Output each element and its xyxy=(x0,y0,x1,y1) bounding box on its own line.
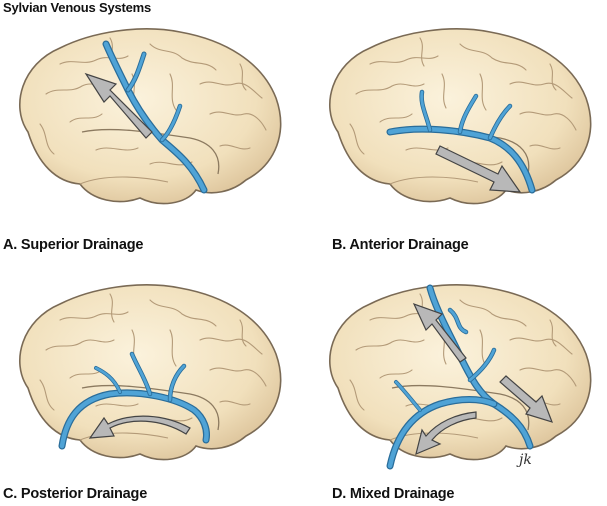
sylvian-vein-mixed xyxy=(386,284,534,470)
drainage-arrow-mixed-posterior xyxy=(415,411,477,456)
brain-illustration-mixed xyxy=(328,284,592,470)
drainage-arrow-posterior xyxy=(88,415,191,439)
caption-anterior-drainage: B. Anterior Drainage xyxy=(332,237,469,253)
caption-posterior-drainage: C. Posterior Drainage xyxy=(3,486,148,502)
drainage-arrow-superior xyxy=(84,72,153,139)
artist-signature: jk xyxy=(519,452,532,468)
brain-illustration-superior xyxy=(18,28,282,205)
panel-superior-drainage xyxy=(0,14,290,214)
sylvian-vein-anterior xyxy=(386,89,536,194)
panel-mixed-drainage xyxy=(310,270,600,470)
page-title: Sylvian Venous Systems xyxy=(3,0,152,15)
panel-posterior-drainage xyxy=(0,270,290,470)
panel-anterior-drainage xyxy=(310,14,600,214)
caption-superior-drainage: A. Superior Drainage xyxy=(3,237,144,253)
drainage-arrow-anterior xyxy=(435,145,522,193)
caption-mixed-drainage: D. Mixed Drainage xyxy=(332,486,455,502)
drainage-arrow-mixed-superior xyxy=(412,302,467,363)
drainage-arrow-mixed-anterior xyxy=(499,375,554,423)
brain-illustration-anterior xyxy=(328,28,592,205)
sylvian-vein-superior xyxy=(102,40,208,194)
brain-illustration-posterior xyxy=(18,284,282,461)
sylvian-vein-posterior xyxy=(58,351,210,450)
